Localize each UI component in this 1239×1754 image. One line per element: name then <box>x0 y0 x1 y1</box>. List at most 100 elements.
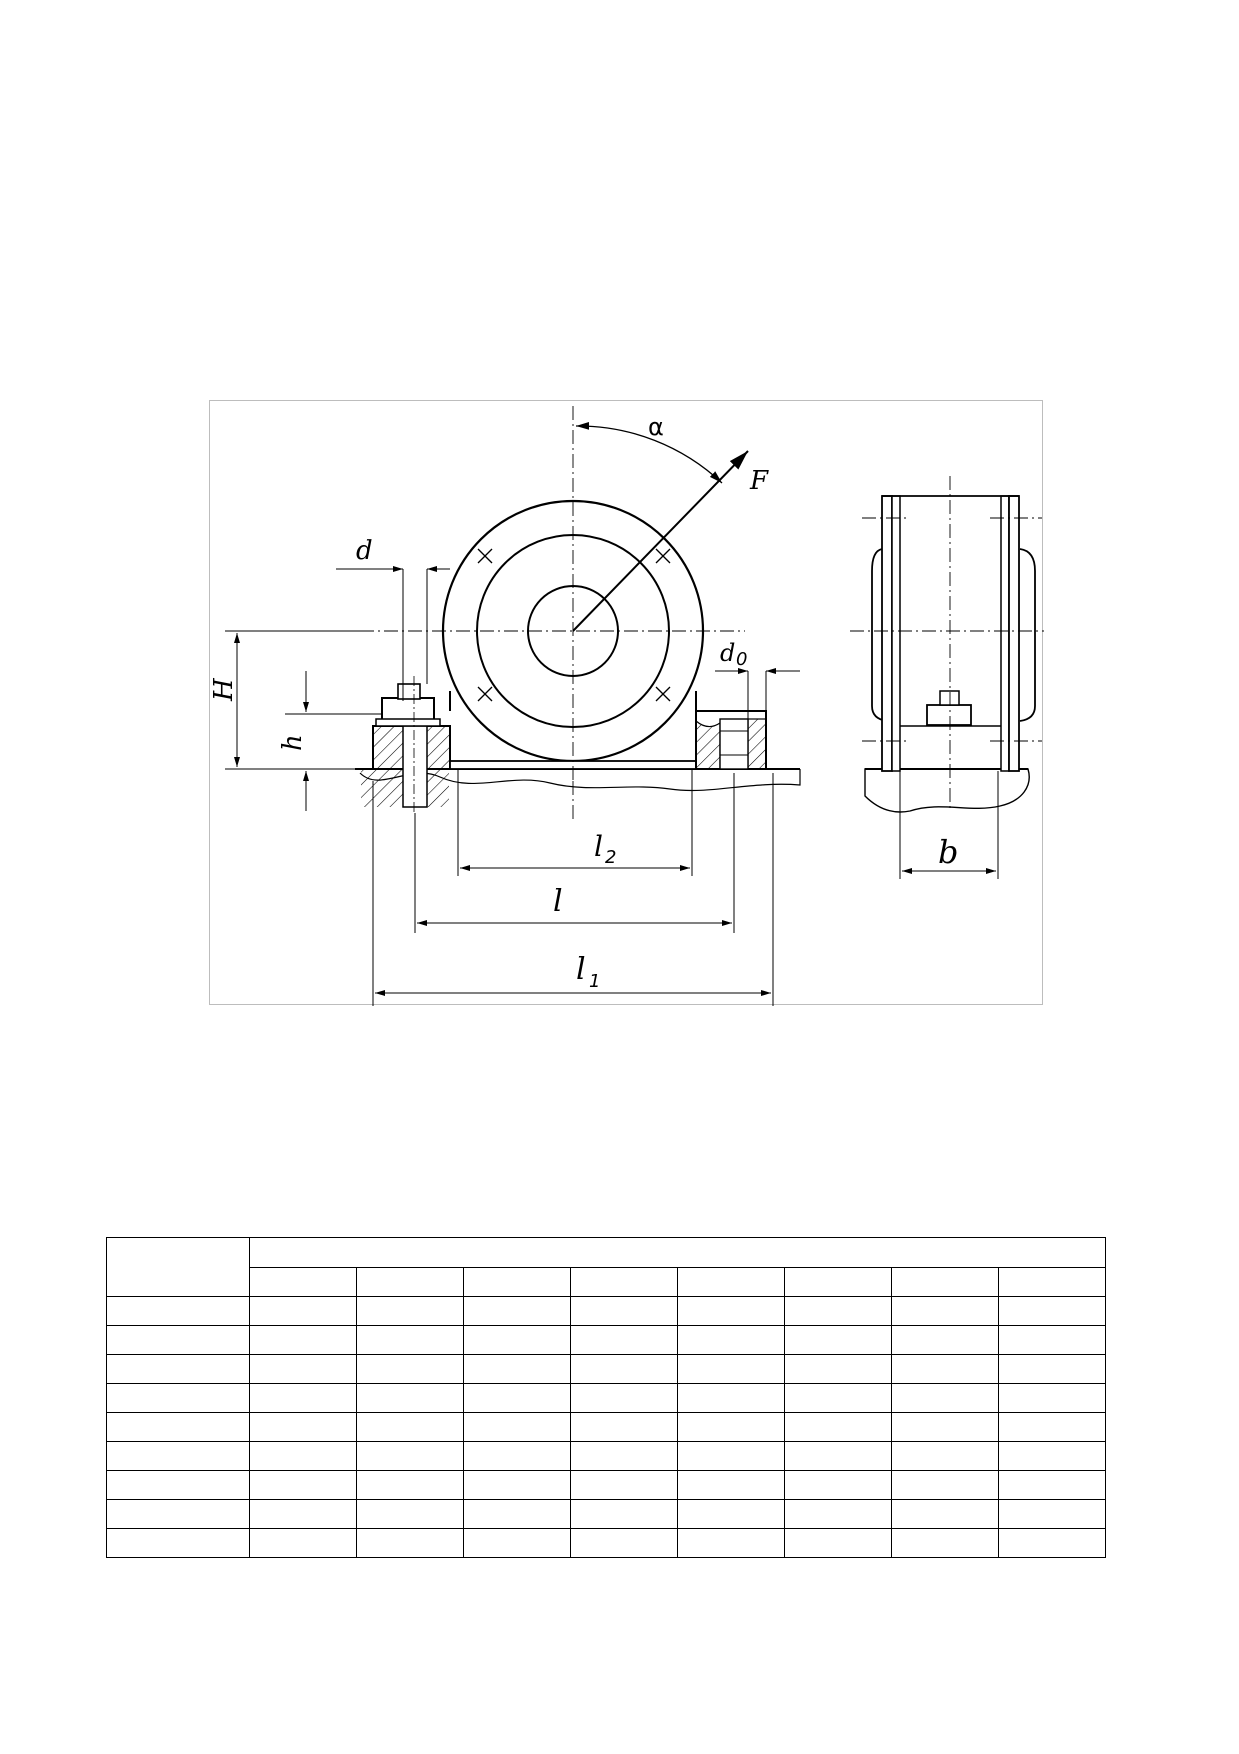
label-l2-subscript: 2 <box>605 847 616 868</box>
table-cell <box>356 1383 464 1413</box>
table-cell <box>463 1383 571 1413</box>
dimension-d0 <box>715 668 800 719</box>
table-row-label-cell <box>106 1528 250 1558</box>
table-subheader-row <box>107 1267 1106 1297</box>
table-subheader-cell <box>570 1267 678 1297</box>
table-cell <box>784 1470 892 1500</box>
table-cell <box>998 1499 1106 1529</box>
label-b: b <box>938 833 958 871</box>
table-cell <box>463 1354 571 1384</box>
table-row <box>106 1528 1106 1558</box>
table-cell <box>784 1412 892 1442</box>
angle-alpha-arc <box>575 421 723 484</box>
table-cell <box>891 1499 999 1529</box>
centerlines <box>360 406 745 821</box>
table-cell <box>249 1441 357 1471</box>
table-cell <box>570 1354 678 1384</box>
force-arrow <box>572 450 749 632</box>
table-cell <box>356 1325 464 1355</box>
table-cell <box>249 1296 357 1326</box>
table-cell <box>570 1499 678 1529</box>
table-cell <box>463 1296 571 1326</box>
technical-drawing-svg: α F d d 0 H h l 2 <box>210 406 1044 1006</box>
table-cell <box>998 1470 1106 1500</box>
base-plate <box>449 760 703 770</box>
dimension-d <box>336 566 450 701</box>
table-subheader-cell <box>249 1267 357 1297</box>
table-row-label-cell <box>106 1325 250 1355</box>
table-subheader-cell <box>891 1267 999 1297</box>
table-cell <box>784 1441 892 1471</box>
label-force: F <box>749 466 769 496</box>
dimension-b <box>899 771 999 879</box>
table-cell <box>463 1325 571 1355</box>
table-body <box>106 1237 1106 1558</box>
bearing-housing-drawing: α F d d 0 H h l 2 <box>209 400 1044 1006</box>
table-cell <box>891 1412 999 1442</box>
table-cell <box>356 1354 464 1384</box>
table-cell <box>677 1528 785 1558</box>
table-cell <box>249 1528 357 1558</box>
table-cell <box>677 1354 785 1384</box>
label-l2: l <box>594 830 603 863</box>
table-subheader-cell <box>998 1267 1106 1297</box>
table-row-label-cell <box>106 1383 250 1413</box>
table-cell <box>784 1528 892 1558</box>
label-l1-subscript: 1 <box>589 971 600 992</box>
table-cell <box>249 1499 357 1529</box>
label-d: d <box>356 536 373 566</box>
table-cell <box>784 1354 892 1384</box>
table-subheader-cell <box>784 1267 892 1297</box>
table-row-label-cell <box>106 1499 250 1529</box>
label-d0: d <box>720 639 735 667</box>
table-cell <box>891 1528 999 1558</box>
table-row <box>106 1499 1106 1529</box>
table-cell <box>891 1325 999 1355</box>
table-cell <box>463 1441 571 1471</box>
table-row <box>106 1296 1106 1326</box>
table-cell <box>998 1383 1106 1413</box>
table-row-label-cell <box>106 1354 250 1384</box>
table-row-label-cell <box>106 1296 250 1326</box>
table-cell <box>463 1499 571 1529</box>
table-cell <box>570 1441 678 1471</box>
table-row <box>106 1325 1106 1355</box>
pedestal-body <box>449 691 697 711</box>
table-cell <box>998 1325 1106 1355</box>
table-cell <box>356 1441 464 1471</box>
table-row-label-cell <box>106 1470 250 1500</box>
table-cell <box>677 1441 785 1471</box>
table-row <box>106 1441 1106 1471</box>
dimensions-table <box>106 1237 1106 1558</box>
side-view <box>850 476 1044 813</box>
table-cell <box>570 1325 678 1355</box>
fastener-cross-marks <box>477 548 671 702</box>
table-cell <box>891 1354 999 1384</box>
label-alpha: α <box>648 413 664 441</box>
table-cell <box>570 1470 678 1500</box>
table-row <box>106 1412 1106 1442</box>
table-header-row <box>106 1237 1106 1297</box>
table-cell <box>677 1499 785 1529</box>
dimension-l1 <box>372 773 774 1006</box>
table-cell <box>570 1296 678 1326</box>
table-subheader-cell <box>356 1267 464 1297</box>
table-cell <box>463 1412 571 1442</box>
table-subheader-cell <box>677 1267 785 1297</box>
table-cell <box>998 1441 1106 1471</box>
table-cell <box>249 1354 357 1384</box>
table-cell <box>784 1296 892 1326</box>
table-cell <box>677 1412 785 1442</box>
table-cell <box>677 1470 785 1500</box>
table-row-label-cell <box>106 1412 250 1442</box>
table-subheader-cell <box>463 1267 571 1297</box>
table-cell <box>998 1528 1106 1558</box>
table-cell <box>356 1528 464 1558</box>
table-cell <box>356 1499 464 1529</box>
label-l1: l <box>576 952 586 987</box>
label-l: l <box>553 884 563 919</box>
table-cell <box>677 1383 785 1413</box>
left-foot-section <box>361 676 451 813</box>
table-cell <box>784 1325 892 1355</box>
table-row <box>106 1354 1106 1384</box>
